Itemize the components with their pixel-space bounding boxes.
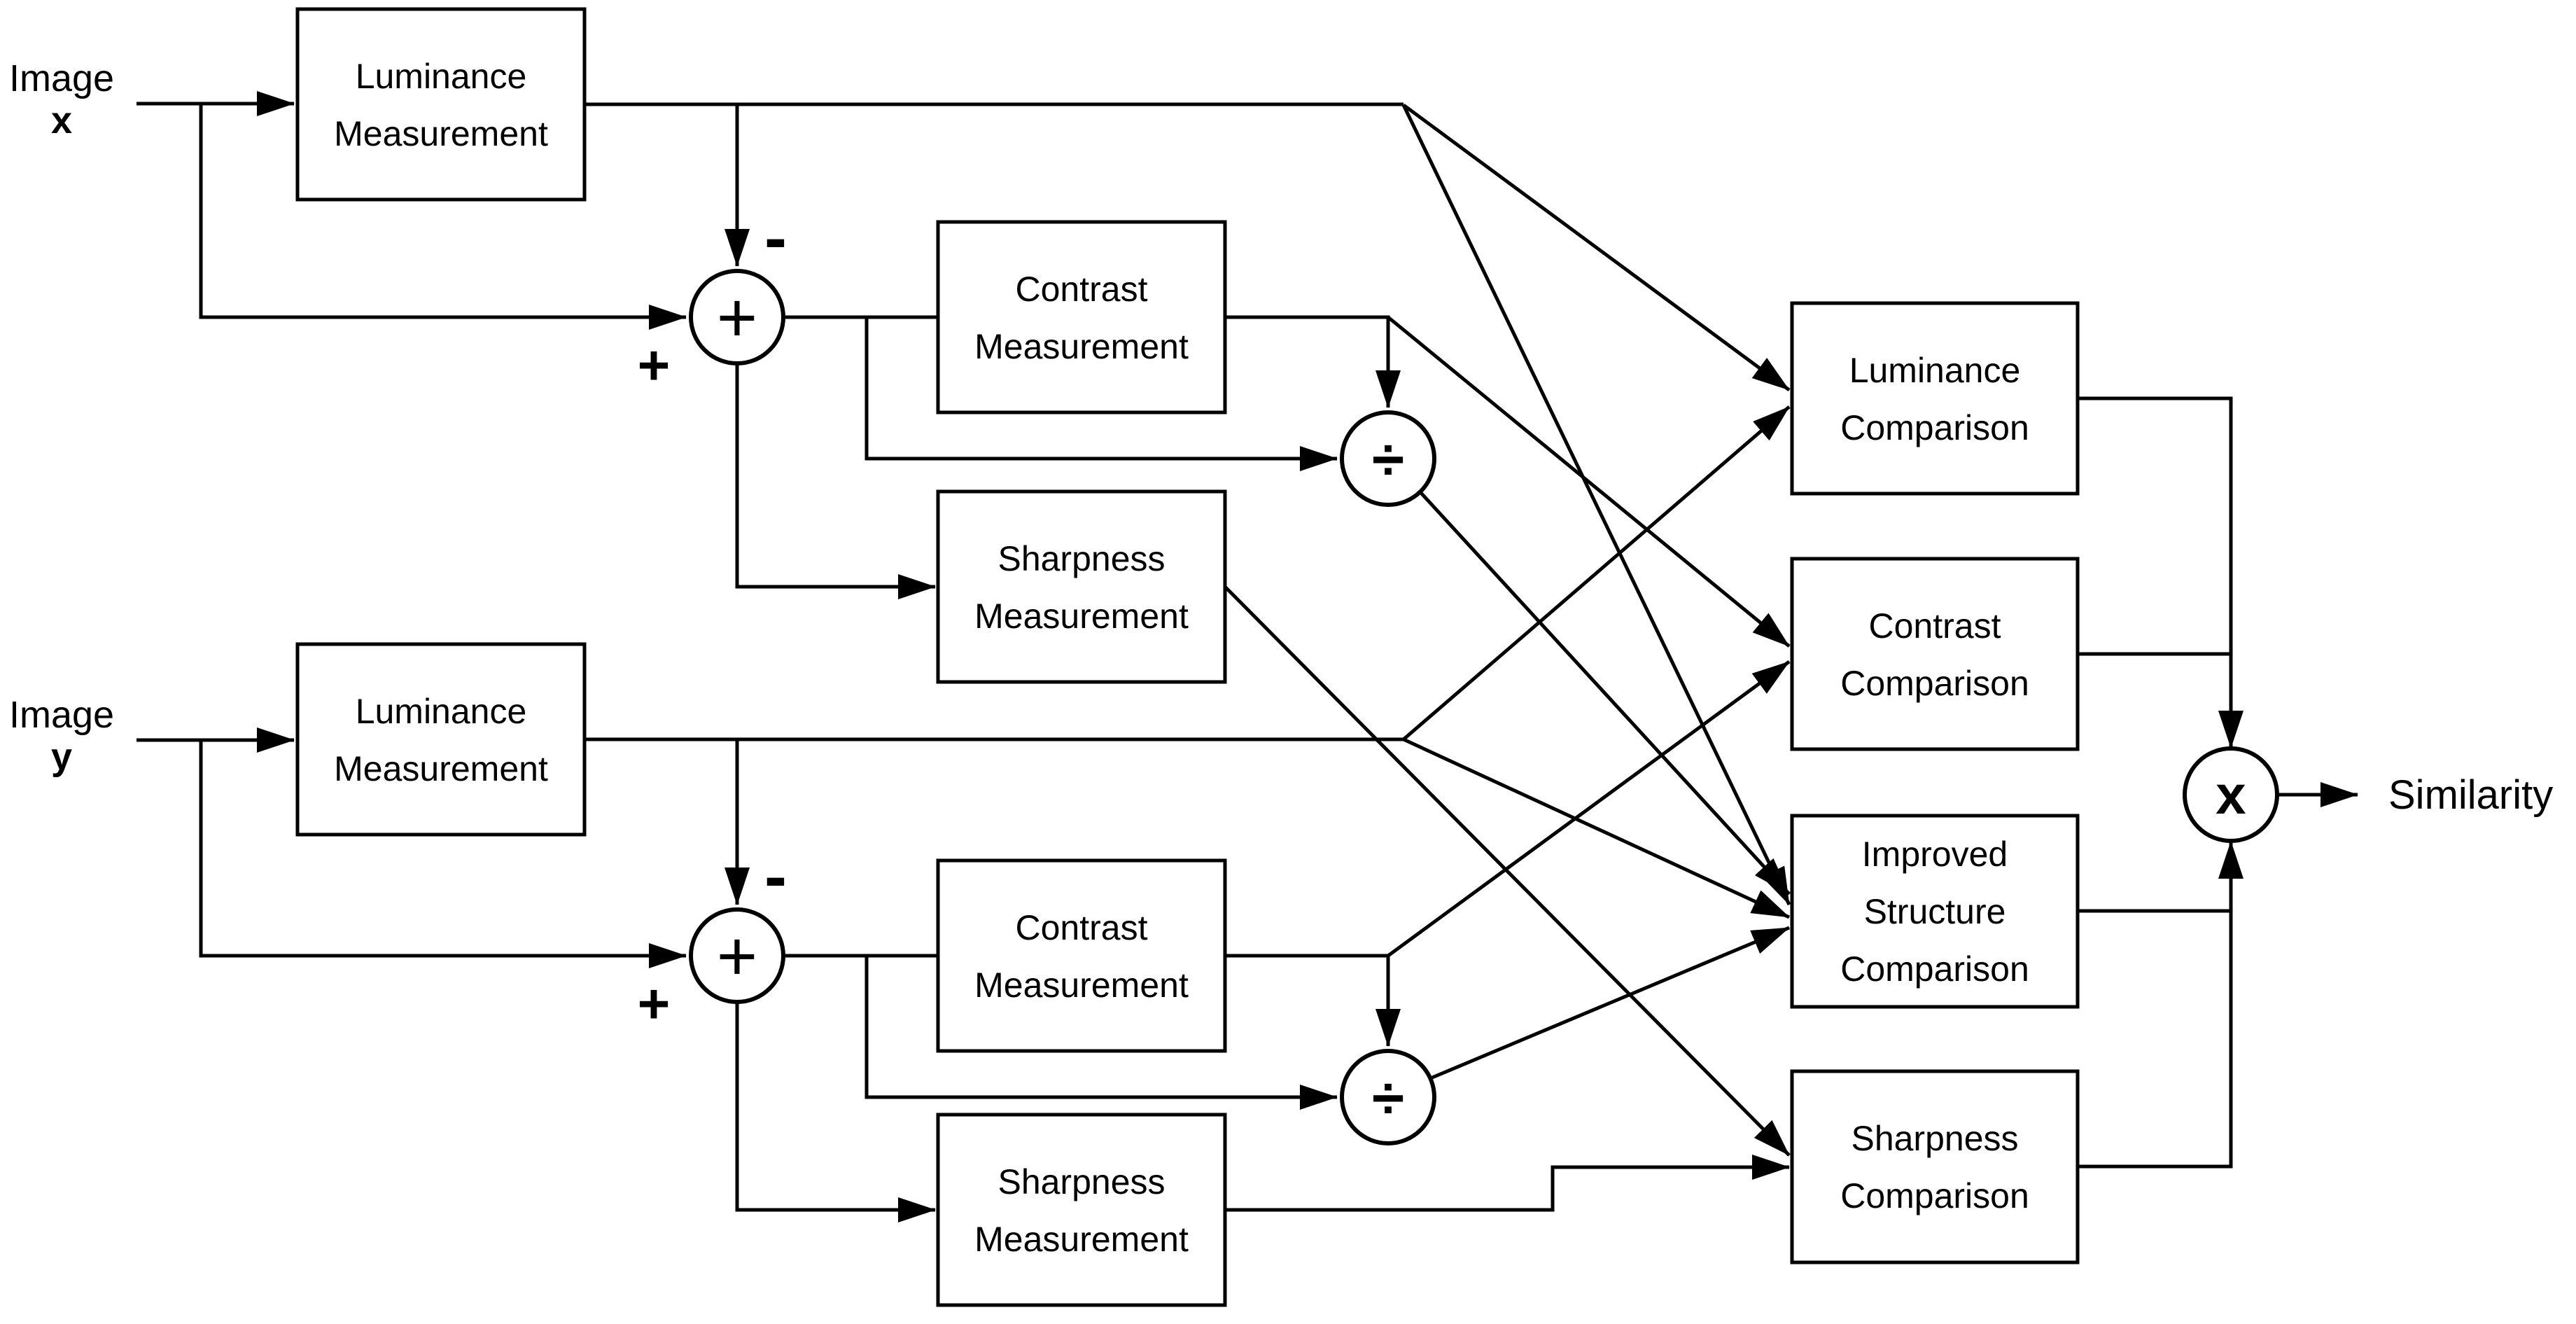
box-label-line2: Measurement	[974, 966, 1189, 1005]
wire-contrastmeasy-to-dividery	[1225, 954, 1401, 1047]
io-labels: Image x Image y Similarity	[9, 57, 2553, 818]
box-label-line1: Sharpness	[997, 1162, 1165, 1201]
box-sharpness-measurement-y: Sharpness Measurement	[936, 1113, 1227, 1307]
adder-y-plus-sign: +	[638, 973, 671, 1035]
wire-addery-branch-to-dividery	[864, 956, 1338, 1110]
box-rect	[1790, 814, 2080, 1009]
adder-y-minus-sign: -	[764, 839, 787, 914]
wire-dividery-to-structcomp	[1432, 926, 1790, 1080]
box-label-line1: Sharpness	[1851, 1119, 2018, 1158]
wire-sharpcomp-to-multiplier	[2078, 841, 2244, 1169]
wire-sharpmeasy-to-sharpcomp	[1225, 1155, 1790, 1212]
box-contrast-measurement-y: Contrast Measurement	[936, 858, 1227, 1053]
box-luminance-comparison: Luminance Comparison	[1790, 301, 2080, 496]
box-rect	[295, 7, 587, 202]
box-label-line2: Structure	[1864, 892, 2006, 931]
box-rect	[1790, 301, 2080, 496]
box-label-line1: Contrast	[1016, 908, 1148, 947]
box-rect	[295, 642, 587, 837]
divider-glyph: ÷	[1372, 426, 1404, 492]
box-label-line2: Comparison	[1840, 1176, 2029, 1215]
wire-lummeasx-to-lumcomp	[1402, 103, 1791, 392]
node-multiplier: x	[2183, 746, 2279, 843]
input-x-symbol: x	[51, 99, 72, 141]
wire-imagex-branch-to-adderx	[199, 104, 687, 330]
box-rect	[936, 489, 1227, 684]
box-label-line2: Comparison	[1840, 664, 2029, 703]
node-divider-y: ÷	[1340, 1049, 1436, 1145]
box-label-line2: Measurement	[974, 1220, 1189, 1259]
adder-plus-glyph: +	[717, 279, 757, 357]
box-label-line1: Contrast	[1869, 606, 2001, 646]
box-label-line2: Measurement	[334, 114, 548, 153]
input-x-label: Image	[9, 57, 114, 99]
wire-lumcomp-to-multiplier	[2078, 396, 2244, 748]
wire-contrastmeasy-to-contrastcomp	[1387, 660, 1791, 958]
box-sharpness-measurement-x: Sharpness Measurement	[936, 489, 1227, 684]
wire-lummeasy-to-lumcomp	[1402, 405, 1791, 741]
node-divider-x: ÷	[1340, 410, 1436, 507]
multiplier-glyph: x	[2216, 764, 2246, 825]
node-adder-x: +	[689, 269, 785, 365]
box-rect	[936, 1113, 1227, 1307]
box-luminance-measurement-y: Luminance Measurement	[295, 642, 587, 837]
input-y-symbol: y	[51, 736, 72, 778]
wire-dividerx-to-structcomp	[1420, 492, 1791, 896]
box-rect	[1790, 557, 2080, 751]
connectors	[136, 91, 2358, 1222]
box-label-line2: Measurement	[334, 749, 548, 788]
divider-circle	[1340, 410, 1436, 507]
wire-lummeasx-to-structcomp	[1401, 104, 1791, 906]
box-rect	[936, 858, 1227, 1053]
wire-imagey-branch-to-addery	[199, 740, 687, 968]
input-y-label: Image	[9, 694, 114, 736]
box-luminance-measurement-x: Luminance Measurement	[295, 7, 587, 202]
wire-contrastmeasx-to-dividerx	[1225, 315, 1401, 408]
wire-addery-to-sharpmeasy	[735, 1002, 936, 1222]
adder-x-minus-sign: -	[764, 200, 787, 275]
output-similarity-label: Similarity	[2388, 772, 2553, 818]
box-label-line1: Luminance	[356, 57, 527, 96]
box-contrast-comparison: Contrast Comparison	[1790, 557, 2080, 751]
adder-circle	[689, 907, 785, 1004]
adder-plus-glyph: +	[717, 917, 757, 996]
box-contrast-measurement-x: Contrast Measurement	[936, 220, 1227, 414]
wire-adderx-to-sharpmeasx	[735, 363, 936, 599]
adder-x-plus-sign: +	[638, 334, 671, 396]
box-label-line1: Luminance	[356, 692, 527, 731]
box-label-line2: Comparison	[1840, 408, 2029, 447]
box-rect	[936, 220, 1227, 414]
wire-sharpmeasx-to-sharpcomp	[1224, 585, 1791, 1157]
box-label-line2: Measurement	[974, 327, 1189, 366]
box-label-line1: Contrast	[1016, 270, 1148, 309]
wire-contrastmeasx-to-contrastcomp	[1387, 316, 1791, 648]
box-label-line2: Measurement	[974, 597, 1189, 636]
box-label-line1: Luminance	[1849, 351, 2021, 390]
wire-lummeasy-to-structcomp	[1402, 737, 1791, 919]
wire-adderx-branch-to-dividerx	[864, 317, 1338, 471]
box-label-line1: Sharpness	[997, 539, 1165, 578]
adder-circle	[689, 269, 785, 365]
divider-glyph: ÷	[1372, 1065, 1404, 1131]
divider-circle	[1340, 1049, 1436, 1145]
node-adder-y: +	[689, 907, 785, 1004]
multiplier-circle	[2183, 746, 2279, 843]
box-rect	[1790, 1069, 2080, 1264]
box-sharpness-comparison: Sharpness Comparison	[1790, 1069, 2080, 1264]
box-improved-structure-comparison: Improved Structure Comparison	[1790, 814, 2080, 1009]
box-label-line3: Comparison	[1840, 949, 2029, 989]
box-label-line1: Improved	[1862, 835, 2008, 874]
